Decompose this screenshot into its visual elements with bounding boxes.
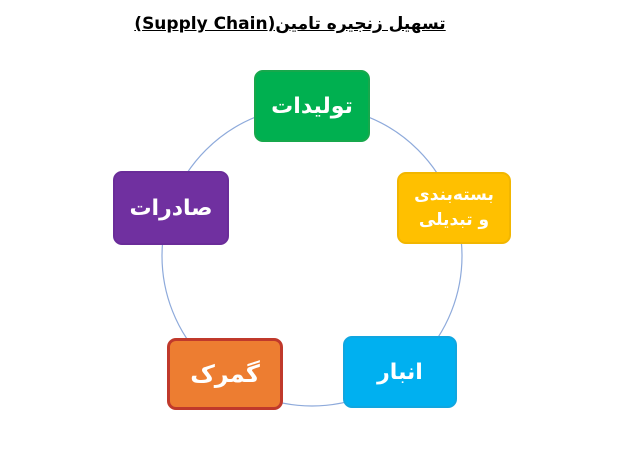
page-title: تسهیل زنجیره تامین(Supply Chain) xyxy=(134,14,446,34)
node-warehouse-label: انبار xyxy=(377,359,423,385)
node-exports: صادرات xyxy=(113,171,229,245)
node-customs-label: گمرک xyxy=(190,360,260,388)
node-warehouse: انبار xyxy=(343,336,457,408)
node-packaging-label: بسته‌بندی و تبدیلی xyxy=(414,185,494,230)
node-exports-label: صادرات xyxy=(129,195,213,221)
node-customs: گمرک xyxy=(167,338,283,410)
node-packaging: بسته‌بندی و تبدیلی xyxy=(397,172,511,244)
node-production-label: تولیدات xyxy=(271,93,353,119)
node-production: تولیدات xyxy=(254,70,370,142)
